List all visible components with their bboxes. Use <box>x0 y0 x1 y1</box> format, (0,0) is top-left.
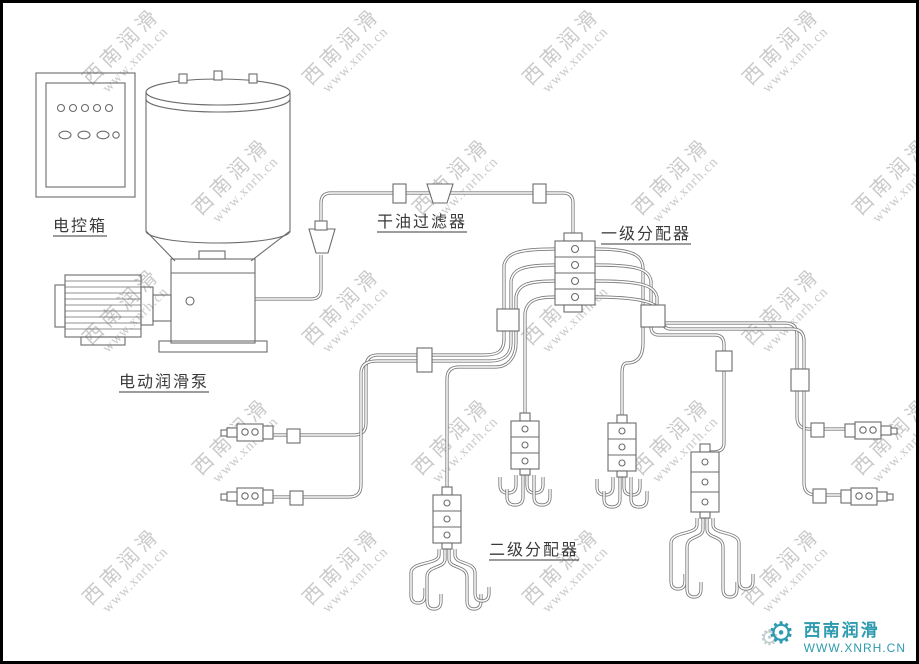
lubrication-system-diagram: 电控箱 电动润滑泵 干油过滤器 一级分配器 二级分配器 <box>35 70 898 611</box>
secondary-distributor-label: 二级分配器 <box>489 541 579 559</box>
brand-text: 西南润滑 WWW.XNRH.CN <box>804 616 906 655</box>
end-fitting-left-top <box>220 423 274 442</box>
electric-motor <box>54 274 172 346</box>
grease-filter <box>308 183 454 254</box>
motor-fins <box>65 280 141 330</box>
secondary-distributor-2 <box>607 414 637 478</box>
brand-logo: ⚙ ⚙ 西南润滑 WWW.XNRH.CN <box>759 616 906 655</box>
labels: 电控箱 电动润滑泵 干油过滤器 一级分配器 二级分配器 <box>53 213 691 561</box>
end-fitting-right-bottom <box>840 487 894 506</box>
end-fitting-left-bottom <box>220 487 274 506</box>
primary-distributor <box>554 232 596 313</box>
pipe-network <box>255 191 849 611</box>
pump-label: 电动润滑泵 <box>119 373 209 391</box>
filter-label: 干油过滤器 <box>377 213 467 231</box>
control-box-label: 电控箱 <box>53 217 107 235</box>
pipe-clamps <box>286 183 827 506</box>
pump-body <box>158 250 268 353</box>
secondary-distributor-3 <box>690 443 720 519</box>
brand-name: 西南润滑 <box>803 621 880 640</box>
grease-tank <box>145 70 291 262</box>
brand-url: WWW.XNRH.CN <box>803 641 906 655</box>
end-fitting-right-top <box>844 421 898 440</box>
gear-icon: ⚙ ⚙ <box>759 616 795 650</box>
control-box <box>35 72 136 198</box>
secondary-distributor-4 <box>432 486 462 550</box>
secondary-distributor-1 <box>510 412 540 476</box>
primary-distributor-label: 一级分配器 <box>601 225 691 243</box>
